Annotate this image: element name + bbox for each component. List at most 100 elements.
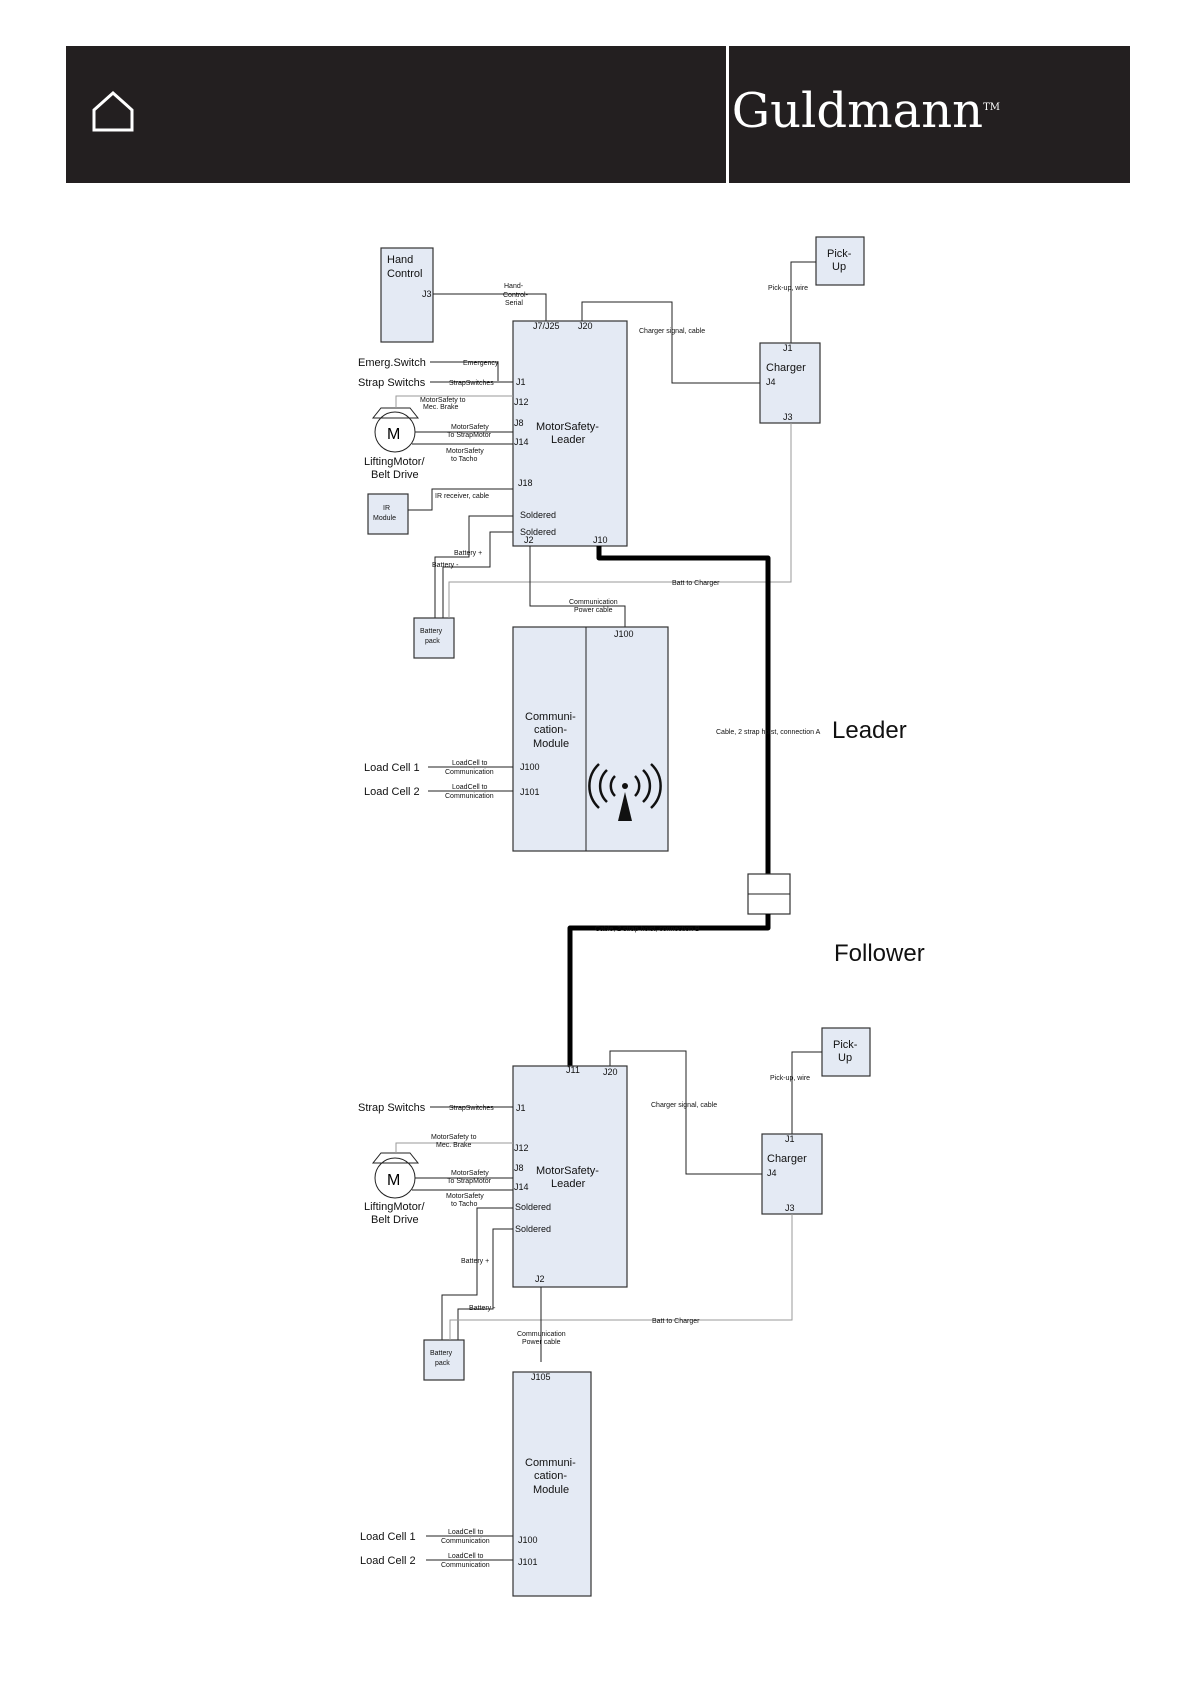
port-label: J4 bbox=[767, 1168, 777, 1178]
port-label: J3 bbox=[422, 289, 432, 299]
comm-power-label: Communication bbox=[517, 1331, 566, 1338]
charger-label: Charger bbox=[767, 1153, 807, 1165]
strapswitches-label: StrapSwitches bbox=[449, 380, 494, 387]
battery-minus-label: Battery - bbox=[469, 1305, 496, 1312]
charger-signal-label: Charger signal, cable bbox=[651, 1102, 717, 1109]
port-label: J14 bbox=[514, 1182, 529, 1192]
ms-tacho-label: to Tacho bbox=[451, 1201, 477, 1208]
ms-strapmotor-label: To StrapMotor bbox=[447, 1178, 492, 1185]
lifting-motor-label: LiftingMotor/ bbox=[364, 456, 425, 468]
charger-label: Charger bbox=[766, 362, 806, 374]
page-header: GuldmannTM bbox=[66, 46, 1130, 183]
ms-brake-label: MotorSafety to bbox=[431, 1134, 477, 1141]
ms-tacho-label: to Tacho bbox=[451, 456, 477, 463]
communication-module-box bbox=[512, 626, 669, 852]
emergency-label: Emergency bbox=[463, 360, 499, 367]
strap-switchs-label: Strap Switchs bbox=[358, 1102, 426, 1114]
comm-module-label: cation- bbox=[534, 724, 567, 736]
ir-module-label: IR bbox=[383, 505, 390, 512]
battery-pack-label: pack bbox=[425, 638, 440, 645]
charger-box bbox=[761, 1133, 823, 1215]
motorsafety-label: Leader bbox=[551, 434, 586, 446]
ir-module-box bbox=[367, 493, 409, 535]
comm-power-label: Power cable bbox=[522, 1339, 561, 1346]
loadcell-comm-label: Communication bbox=[445, 793, 494, 800]
port-label: J14 bbox=[514, 437, 529, 447]
port-label: J101 bbox=[520, 787, 540, 797]
port-label: J7/J25 bbox=[533, 321, 560, 331]
ms-brake-label: Mec. Brake bbox=[436, 1142, 472, 1149]
pickup-wire-label: Pick-up, wire bbox=[770, 1075, 810, 1082]
load-cell-2-label: Load Cell 2 bbox=[364, 786, 420, 798]
port-label: J2 bbox=[535, 1274, 545, 1284]
loadcell-comm-label: Communication bbox=[445, 769, 494, 776]
comm-module-label: Communi- bbox=[525, 711, 576, 723]
hand-control-serial-label: Control- bbox=[503, 292, 529, 299]
port-label: J105 bbox=[531, 1372, 551, 1382]
pickup-box bbox=[821, 1027, 871, 1077]
loadcell-comm-label: Communication bbox=[441, 1538, 490, 1545]
pickup-label: Pick- bbox=[833, 1039, 858, 1051]
motorsafety-leader-box bbox=[512, 320, 628, 547]
brand-logo: GuldmannTM bbox=[731, 83, 1000, 139]
pickup-wire-label: Pick-up, wire bbox=[768, 285, 808, 292]
pickup-label: Up bbox=[838, 1052, 852, 1064]
port-label: J1 bbox=[516, 1103, 526, 1113]
battery-plus-label: Battery + bbox=[461, 1258, 489, 1265]
port-label: J100 bbox=[518, 1535, 538, 1545]
motor-letter: M bbox=[387, 1172, 400, 1189]
port-label: J100 bbox=[614, 629, 634, 639]
ir-receiver-label: IR receiver, cable bbox=[435, 493, 489, 500]
battery-pack-box bbox=[413, 617, 455, 659]
port-label: J4 bbox=[766, 377, 776, 387]
batt-to-charger-label: Batt to Charger bbox=[652, 1318, 700, 1325]
charger-signal-label: Charger signal, cable bbox=[639, 328, 705, 335]
port-label: J3 bbox=[785, 1203, 795, 1213]
ms-strapmotor-label: To StrapMotor bbox=[447, 432, 492, 439]
emerg-switch-label: Emerg.Switch bbox=[358, 357, 426, 369]
port-label: J1 bbox=[516, 377, 526, 387]
battery-pack-label: Battery bbox=[430, 1350, 453, 1357]
loadcell-comm-label: LoadCell to bbox=[452, 784, 488, 791]
loadcell-comm-label: LoadCell to bbox=[452, 760, 488, 767]
ms-tacho-label: MotorSafety bbox=[446, 1193, 484, 1200]
loadcell-comm-label: LoadCell to bbox=[448, 1553, 484, 1560]
follower-section-title: Follower bbox=[834, 940, 925, 967]
comm-module-label: Communi- bbox=[525, 1457, 576, 1469]
battery-minus-label: Battery - bbox=[432, 562, 459, 569]
load-cell-1-label: Load Cell 1 bbox=[360, 1531, 416, 1543]
loadcell-comm-label: Communication bbox=[441, 1562, 490, 1569]
home-button[interactable] bbox=[88, 86, 138, 136]
port-label: J12 bbox=[514, 397, 529, 407]
battery-pack-box bbox=[423, 1339, 465, 1381]
communication-module-box bbox=[512, 1371, 592, 1597]
strapswitches-label: StrapSwitches bbox=[449, 1105, 494, 1112]
comm-module-label: Module bbox=[533, 1484, 569, 1496]
hand-control-box bbox=[380, 247, 434, 343]
port-label: J10 bbox=[593, 535, 608, 545]
hand-control-serial-label: Serial bbox=[505, 300, 523, 307]
wireless-antenna-icon bbox=[588, 763, 662, 821]
comm-module-label: Module bbox=[533, 738, 569, 750]
battery-pack-label: pack bbox=[435, 1360, 450, 1367]
pickup-box bbox=[815, 236, 865, 286]
motorsafety-follower-box bbox=[512, 1065, 628, 1288]
motorsafety-label: MotorSafety- bbox=[536, 421, 599, 433]
motor-letter: M bbox=[387, 426, 400, 443]
home-icon bbox=[92, 90, 134, 132]
comm-power-label: Communication bbox=[569, 599, 618, 606]
port-label: Soldered bbox=[520, 510, 556, 520]
port-label: J2 bbox=[524, 535, 534, 545]
loadcell-comm-label: LoadCell to bbox=[448, 1529, 484, 1536]
port-label: J8 bbox=[514, 1163, 524, 1173]
ms-strapmotor-label: MotorSafety bbox=[451, 424, 489, 431]
port-label: J20 bbox=[603, 1067, 618, 1077]
ms-tacho-label: MotorSafety bbox=[446, 448, 484, 455]
trademark-mark: TM bbox=[983, 102, 1000, 113]
port-label: J11 bbox=[566, 1065, 580, 1075]
cable-a-label: Cable, 2 strap hoist, connection A bbox=[716, 729, 821, 736]
port-label: Soldered bbox=[515, 1224, 551, 1234]
charger-box bbox=[759, 342, 821, 424]
ir-module-label: Module bbox=[373, 515, 396, 522]
